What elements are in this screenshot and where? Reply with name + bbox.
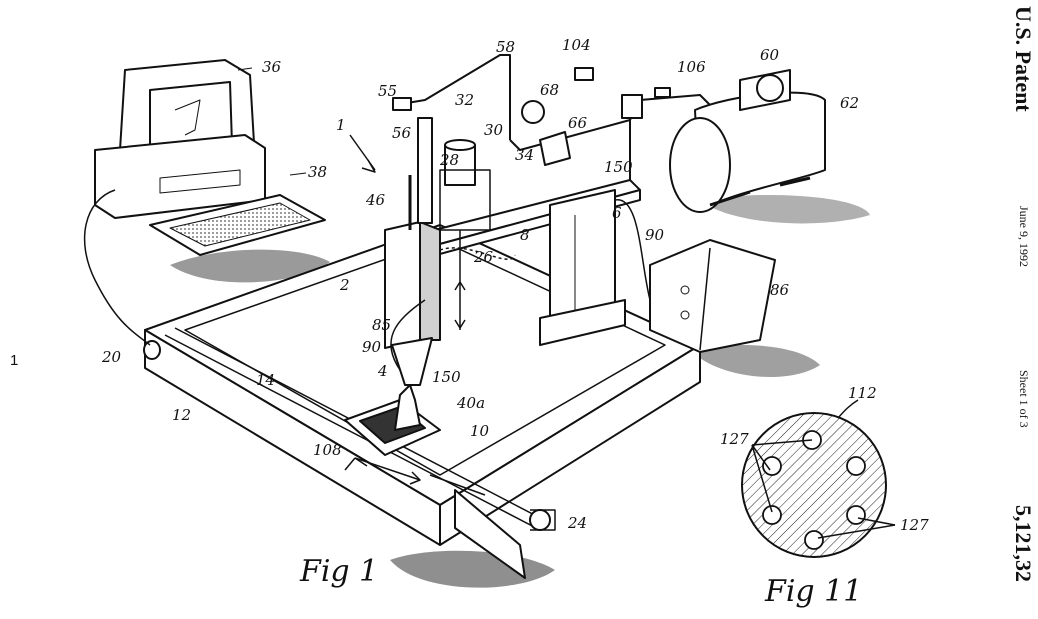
box-edge — [699, 247, 711, 351]
page-marker: 1 — [10, 352, 19, 369]
leader-36 — [237, 67, 253, 71]
control-box-86 — [649, 239, 776, 353]
compressor-wheel — [756, 74, 784, 102]
sheet-number: Sheet 1 of 3 — [1017, 370, 1031, 428]
ref-label: 127 — [720, 430, 749, 448]
ref-label: 62 — [840, 94, 859, 112]
valve-66 — [539, 131, 571, 166]
ref-label: 8 — [520, 226, 530, 244]
gantry-foot — [539, 299, 626, 346]
ref-label: 112 — [848, 384, 877, 402]
ref-label: 104 — [562, 36, 591, 54]
keyboard-shadow — [170, 249, 330, 283]
ref-label: 26 — [473, 248, 494, 266]
ref-label: 108 — [313, 441, 342, 459]
cylinder-32 — [444, 144, 476, 186]
rail-cap — [530, 509, 556, 531]
figure-1-caption: Fig 1 — [299, 554, 378, 589]
ref-label: 14 — [256, 371, 275, 389]
rail-end-block — [454, 489, 526, 579]
ref-label: 106 — [677, 58, 706, 76]
cylinder-cap — [444, 139, 476, 151]
deposit-40a — [394, 384, 421, 431]
rail-14 — [164, 334, 541, 531]
ref-label: 28 — [439, 151, 459, 169]
ref-label: 68 — [540, 81, 559, 99]
patent-title: U.S. Patent — [1011, 6, 1036, 112]
rail-end-24 — [529, 509, 551, 531]
ref-label: 6 — [612, 204, 622, 222]
ref-label: 90 — [362, 338, 382, 356]
cable-90 — [614, 199, 651, 301]
y-arrow — [354, 457, 421, 481]
ref-label: 150 — [432, 368, 461, 386]
figure-11-caption: Fig 11 — [764, 574, 862, 609]
ref-label: 20 — [101, 348, 122, 366]
ref-label: 86 — [770, 281, 790, 299]
leader-38 — [289, 172, 307, 176]
z-arrow-heads — [454, 281, 466, 329]
gauge-68 — [521, 100, 545, 124]
computer-cable — [83, 189, 151, 346]
ref-label: 66 — [568, 114, 588, 132]
x-arrow — [429, 474, 486, 496]
ref-label: 24 — [567, 514, 587, 532]
ref-label: 56 — [392, 124, 412, 142]
base-shadow — [390, 550, 555, 588]
ref-label: 40a — [456, 394, 485, 412]
figure-1 — [83, 54, 870, 588]
control-box-shadow — [690, 345, 820, 377]
carriage-28 — [439, 169, 491, 231]
sensor-104 — [574, 67, 594, 81]
ref-label: 85 — [372, 316, 391, 334]
gantry-upright — [549, 189, 616, 321]
nozzle-4 — [391, 337, 433, 386]
drive-bay — [159, 169, 241, 194]
valve-55 — [392, 97, 412, 111]
figure-11: 112 127 127 Fig 11 — [720, 384, 929, 609]
leader-1-head — [361, 159, 376, 173]
ref-label: 32 — [455, 91, 474, 109]
knob-1 — [680, 285, 690, 295]
ref-label: 1 — [336, 116, 346, 134]
ref-label: 60 — [760, 46, 780, 64]
disc-holes — [762, 430, 866, 550]
head-column-side — [419, 221, 441, 341]
rail-end-20 — [143, 340, 161, 360]
figure-1-labels: 36 38 1 2 55 56 58 104 106 60 62 68 66 3… — [101, 36, 859, 589]
filter-106 — [654, 87, 671, 98]
ref-label: 38 — [308, 163, 327, 181]
ref-label: 34 — [515, 146, 534, 164]
ref-label: 90 — [645, 226, 665, 244]
tube-56 — [417, 117, 433, 224]
patent-date: June 9, 1992 — [1017, 206, 1031, 267]
knob-2 — [680, 310, 690, 320]
ref-label: 10 — [470, 422, 490, 440]
hose-26 — [439, 247, 516, 261]
ref-label: 12 — [172, 406, 191, 424]
base-frame-side — [439, 344, 701, 546]
fig11-leaders — [751, 399, 896, 539]
tank-end — [669, 117, 731, 213]
patent-number: 5,121,32 — [1011, 505, 1036, 582]
ref-label: 127 — [900, 516, 929, 534]
ref-label: 58 — [496, 38, 515, 56]
tank-legs — [709, 176, 811, 207]
y-arrow-head — [409, 471, 421, 485]
ref-label: 55 — [378, 82, 397, 100]
ref-label: 46 — [365, 191, 386, 209]
ref-label: 2 — [339, 276, 350, 294]
ref-label: 150 — [604, 158, 633, 176]
pipe-58 — [394, 54, 511, 140]
keyboard-keys — [169, 202, 311, 247]
regulator — [621, 94, 643, 119]
ref-label: 36 — [262, 58, 282, 76]
hose-90 — [390, 299, 426, 371]
ref-label: 30 — [484, 121, 504, 139]
tank-shadow — [700, 195, 870, 224]
screen-glyph — [174, 99, 201, 136]
ref-label: 4 — [377, 362, 388, 380]
